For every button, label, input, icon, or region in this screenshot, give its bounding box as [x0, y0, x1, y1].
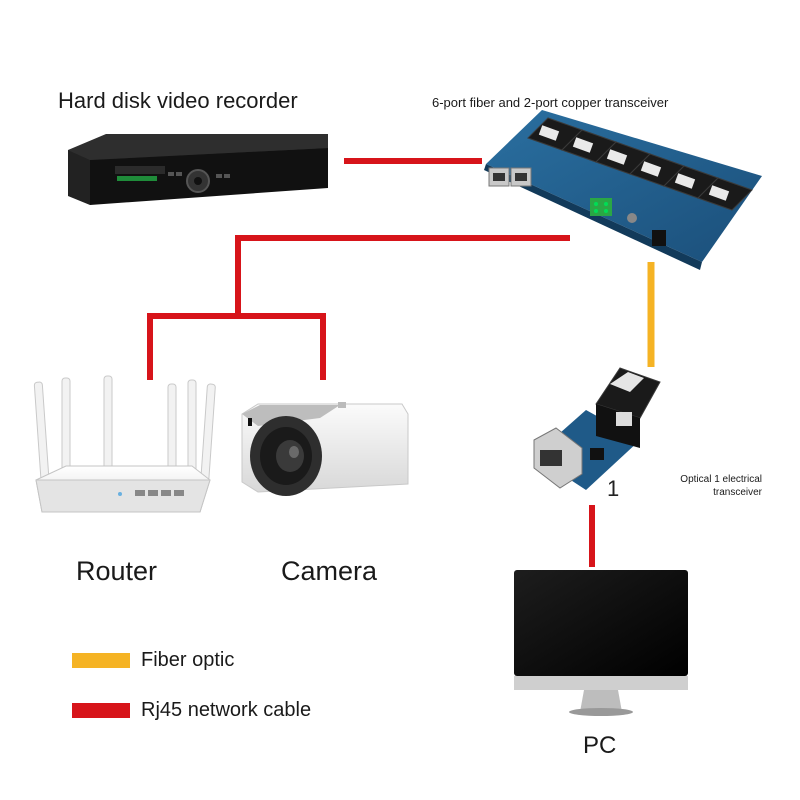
legend-text-fiber: Fiber optic: [141, 649, 235, 671]
bullet-camera-icon: [241, 402, 409, 496]
legend-swatch-fiber: [72, 653, 130, 668]
monitor-icon: [514, 570, 688, 716]
media-converter-icon: [533, 367, 661, 490]
legend-item-fiber: Fiber optic: [72, 649, 234, 672]
router-label: Router: [76, 556, 158, 586]
rj45-line-router-camera: [147, 313, 326, 380]
fiber-switch-board-icon: [484, 110, 762, 270]
nvr-device-icon: [68, 134, 328, 205]
wifi-router-icon: [33, 375, 216, 513]
legend-item-rj45: Rj45 network cable: [72, 699, 311, 722]
rj45-line-switch-trunk: [235, 235, 570, 316]
legend-swatch-rj45: [72, 703, 130, 718]
pc-label: PC: [583, 732, 617, 759]
legend-text-rj45: Rj45 network cable: [141, 699, 312, 721]
converter-port-mark: 1: [607, 476, 620, 501]
connection-lines: [147, 158, 655, 567]
nvr-label: Hard disk video recorder: [58, 88, 298, 113]
camera-label: Camera: [281, 556, 378, 586]
converter-label: Optical 1 electrical transceiver: [680, 474, 762, 498]
switch-label: 6-port fiber and 2-port copper transceiv…: [432, 95, 669, 110]
